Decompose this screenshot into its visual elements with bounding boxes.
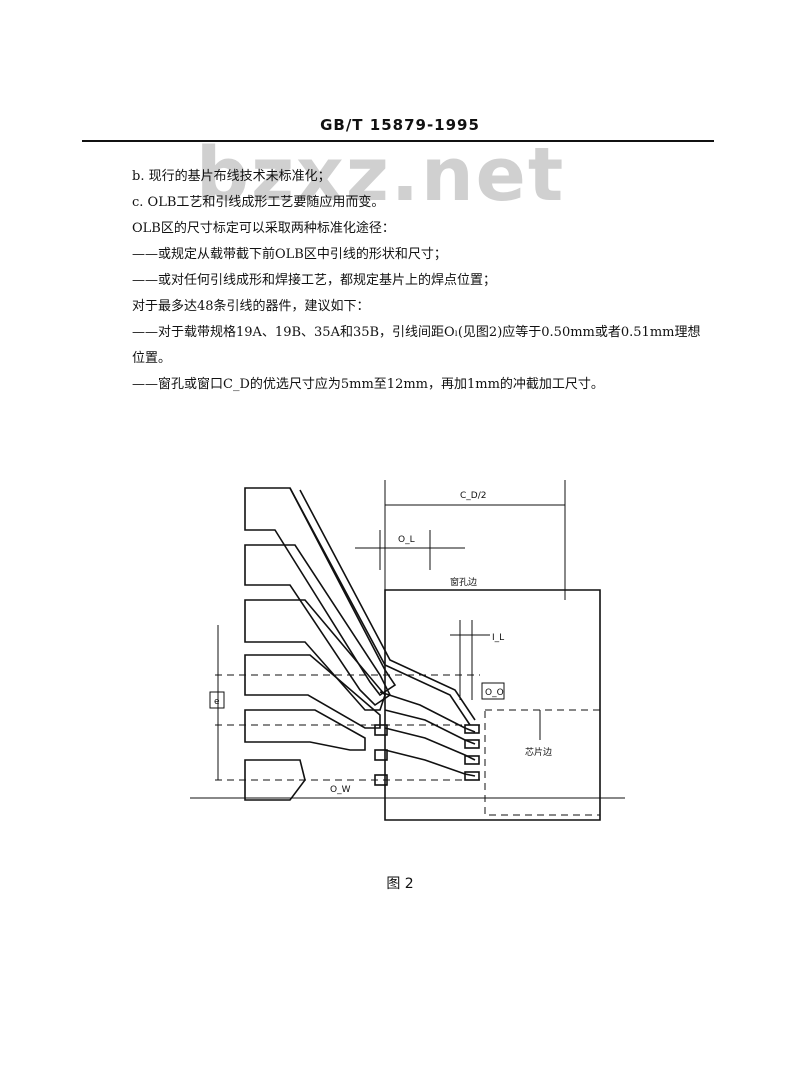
lead-finger-6 [244,759,306,801]
watermark: bzxz.net [196,132,566,218]
label-cd-half: C_D/2 [460,491,486,501]
body-text: b. 现行的基片布线技术未标准化； c. OLB工艺和引线成形工艺要随应用而变。… [132,164,722,398]
paragraph-2: 对于最多达48条引线的器件，建议如下： [132,299,370,314]
header-rule [82,140,714,142]
item-b: b. 现行的基片布线技术未标准化； [132,169,331,184]
page-header: GB/T 15879-1995 [320,116,480,134]
chip-edge-outline [484,709,601,816]
item-c: c. OLB工艺和引线成形工艺要随应用而变。 [132,195,385,210]
lead-diagram: C_D/2 O_L 窗孔边 I_L O_O e 芯片边 O_W [190,480,625,821]
label-window-edge: 窗孔边 [450,576,477,588]
bond-pad-3 [464,755,480,765]
dash-item-3-cont: 位置。 [132,351,172,366]
bond-pad-2 [464,739,480,749]
lead-finger-5 [244,709,366,751]
figure-caption: 图 2 [386,876,414,892]
lead-bend-1 [379,691,476,733]
label-e: e [214,697,220,707]
dash-item-1: ——或规定从载带截下前OLB区中引线的形状和尺寸； [132,247,447,262]
paragraph-1: OLB区的尺寸标定可以采取两种标准化途径： [132,221,395,236]
label-chip-edge: 芯片边 [525,746,552,758]
label-e-box [209,691,225,709]
lead-finger-2 [244,544,392,707]
label-oo: O_O [485,688,504,698]
lead-bend-3 [384,727,476,761]
label-oo-box [481,682,505,700]
side-pad-1 [374,724,388,736]
label-il: I_L [492,633,504,643]
outer-lead-edge-2 [299,489,476,721]
label-ow: O_W [330,785,351,795]
outer-lead-edge [289,487,471,726]
dash-item-4: ——窗孔或窗口C_D的优选尺寸应为5mm至12mm，再加1mm的冲截加工尺寸。 [132,377,604,392]
dash-item-2: ——或对任何引线成形和焊接工艺，都规定基片上的焊点位置； [132,273,497,288]
lead-finger-4 [244,654,381,729]
side-pad-2 [374,749,388,761]
lead-bend-4 [384,749,476,777]
window-edge-box [384,589,601,821]
lead-finger-3 [244,599,386,711]
lead-bend-2 [384,709,476,745]
dash-item-3: ——对于载带规格19A、19B、35A和35B，引线间距Oₗ(见图2)应等于0.… [132,325,701,340]
label-ol: O_L [398,535,415,545]
